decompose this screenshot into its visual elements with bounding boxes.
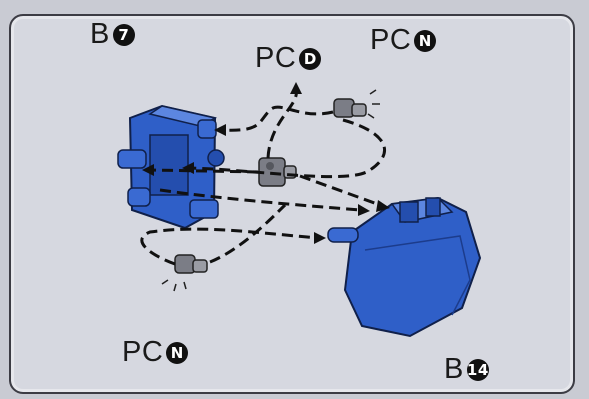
assembly-arrows bbox=[140, 89, 386, 266]
label-pc-d: PC D bbox=[255, 42, 322, 75]
assembly-panel bbox=[9, 14, 575, 394]
part-b14-shape bbox=[327, 196, 482, 338]
label-b7-number: 7 bbox=[112, 23, 135, 46]
polycap-n-bottom-shape bbox=[161, 254, 208, 292]
label-pc-n-bottom-letter: PC bbox=[122, 336, 164, 368]
label-pc-n-top-letter: PC bbox=[370, 24, 412, 56]
label-pc-d-number: D bbox=[299, 47, 322, 70]
label-pc-n-bottom-number: N bbox=[166, 341, 189, 364]
label-pc-n-bottom: PC N bbox=[122, 336, 189, 369]
label-pc-d-letter: PC bbox=[255, 42, 297, 74]
arrow-heads bbox=[142, 82, 390, 244]
label-b7: B 7 bbox=[90, 18, 135, 51]
label-pc-n-top: PC N bbox=[370, 24, 437, 57]
label-pc-n-top-number: N bbox=[414, 29, 437, 52]
label-b7-letter: B bbox=[90, 18, 110, 50]
label-b14: B 14 bbox=[444, 353, 489, 386]
polycap-n-top-shape bbox=[333, 89, 380, 119]
polycap-d-shape bbox=[258, 157, 297, 187]
label-b14-letter: B bbox=[444, 353, 464, 385]
label-b14-number: 14 bbox=[466, 358, 489, 381]
part-b7-shape bbox=[117, 104, 225, 230]
